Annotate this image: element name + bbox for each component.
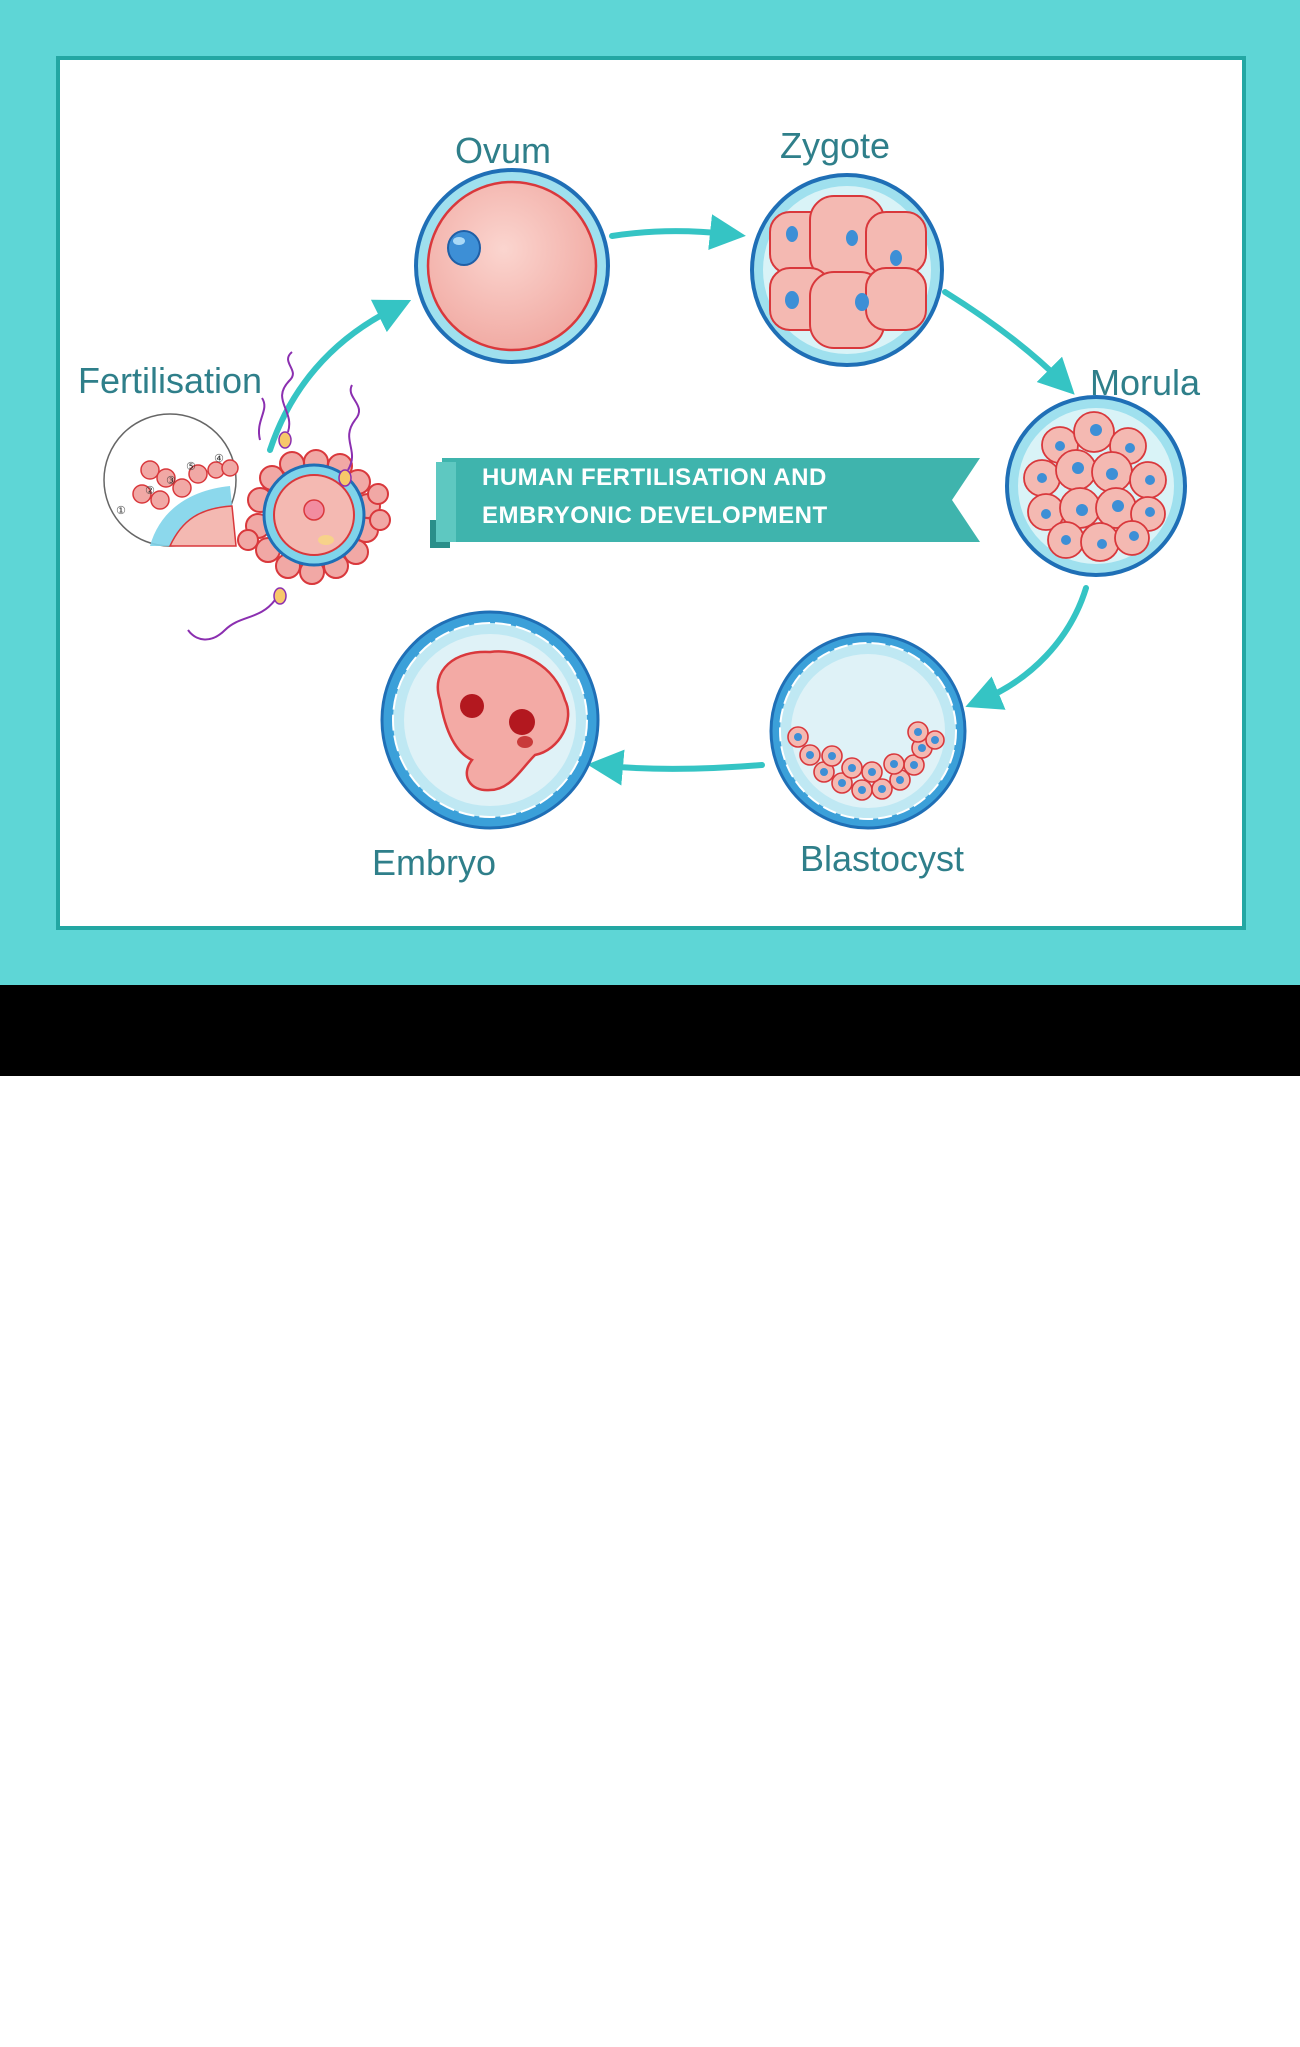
inset-number-1: ① [116,505,126,517]
diagram-frame: Ovum Zygote Morula Fertilisation Blastoc… [0,0,1300,985]
blastocyst-cell [769,632,967,830]
label-morula: Morula [1090,362,1201,403]
label-zygote: Zygote [780,125,891,166]
inset-number-4: ④ [214,453,224,465]
inset-number-5: ⑤ [186,461,196,473]
stock-url: www.alamy.com [1108,2025,1244,2046]
cycle-arrows [267,214,1089,786]
title-banner-ribbon [430,458,980,548]
zygote-cell [750,173,944,367]
image-id: 2G4DCH1 [1124,1995,1212,2016]
arrow-blastocyst-to-embryo [587,749,765,786]
title-banner: HUMAN FERTILISATION AND EMBRYONIC DEVELO… [438,460,958,544]
inset-number-2: ② [145,485,155,497]
fertilisation-egg [237,449,391,585]
arrow-ovum-to-zygote [609,214,746,251]
inset-number-3: ③ [166,475,176,487]
label-ovum: Ovum [455,130,552,171]
ovum-cell [414,168,610,364]
watermark-footer: alamy 2G4DCH1 www.alamy.com [0,985,1300,2046]
arrow-morula-to-blastocyst [965,585,1089,710]
label-embryo: Embryo [372,842,497,883]
sperm-cells [187,351,361,641]
morula-cell [1005,395,1187,577]
diagram-artwork [103,168,1187,830]
label-fertilisation: Fertilisation [78,360,263,401]
embryo-cell [380,610,600,830]
arrow-zygote-to-morula [942,289,1075,395]
title-line-1: HUMAN FERTILISATION AND [482,464,827,491]
title-line-2: EMBRYONIC DEVELOPMENT [482,502,828,529]
fertilisation-inset [103,413,239,547]
arrow-fertilisation-to-ovum [267,299,412,453]
brand-logo: alamy [52,1987,211,2043]
label-blastocyst: Blastocyst [800,838,965,879]
sperm-heads [273,431,352,605]
